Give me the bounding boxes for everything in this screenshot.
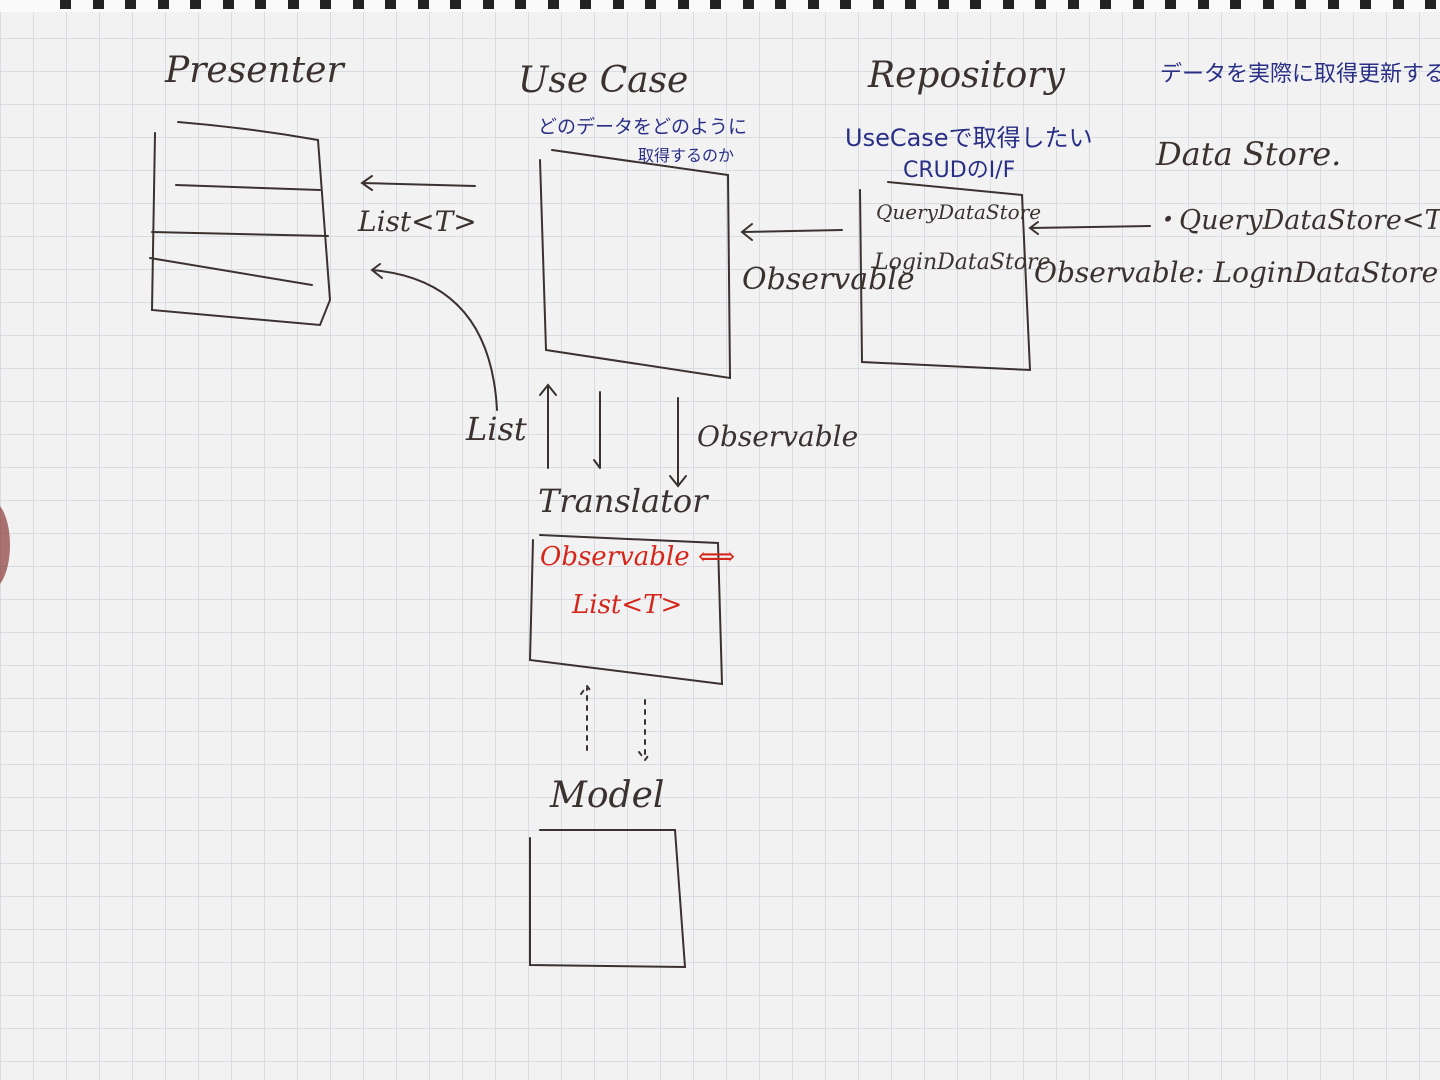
presenter-box [150,121,332,327]
binding-hole [872,0,884,9]
binding-hole [905,0,916,9]
binding-hole [450,0,461,9]
binding-hole [1295,0,1306,9]
binding-hole [580,0,591,9]
binding-hole [417,0,429,9]
spiral-binding [0,0,1440,12]
observable-down-label: Observable [697,420,859,453]
arrow-observable-left [740,223,843,241]
binding-hole [1197,0,1209,9]
datastore-title: Data Store. [1156,135,1342,173]
binding-hole [677,0,689,9]
binding-hole [645,0,656,9]
binding-hole [807,0,819,9]
binding-hole [222,0,234,9]
repository-note-2: CRUDのI/F [903,158,1016,183]
binding-hole [385,0,396,9]
binding-hole [775,0,786,9]
binding-hole [937,0,949,9]
binding-hole [1392,0,1404,9]
repository-title: Repository [868,55,1065,96]
list-label: List [466,410,527,448]
translator-title: Translator [538,482,708,520]
binding-hole [1327,0,1339,9]
arrow-observable-down [669,397,687,488]
presenter-lines [149,184,329,286]
translator-line-1: Observable ⟺ [540,542,736,572]
binding-hole [320,0,331,9]
repository-box [859,181,1032,372]
binding-hole [125,0,136,9]
arrow-down-mid [593,391,601,469]
arrow-list-left [360,175,476,191]
binding-hole [547,0,559,9]
model-title: Model [550,775,665,816]
binding-hole [710,0,721,9]
translator-line-2: List<T> [572,590,683,620]
usecase-note-1: どのデータをどのように [538,116,748,138]
binding-hole [255,0,266,9]
binding-hole [1100,0,1111,9]
arrow-model-down [638,699,652,762]
binding-hole [92,0,104,9]
binding-hole [970,0,981,9]
binding-hole [1067,0,1079,9]
binding-hole [287,0,299,9]
binding-hole [157,0,169,9]
binding-hole [742,0,754,9]
repository-note-1: UseCaseで取得したい [845,124,1093,152]
datastore-note: データを実際に取得更新する [1160,62,1440,87]
finger-shadow [0,500,10,590]
binding-hole [840,0,851,9]
arrow-datastore-left [1028,221,1151,235]
repository-item: QueryDataStore [876,200,1042,224]
binding-hole [1360,0,1371,9]
list-t-label: List<T> [358,205,477,238]
binding-hole [1035,0,1046,9]
binding-hole [1002,0,1014,9]
model-box [529,829,687,969]
binding-hole [1425,0,1436,9]
observable-label: Observable [742,262,915,297]
usecase-box [539,149,732,380]
binding-hole [190,0,201,9]
translator-box [528,534,724,686]
binding-hole [1230,0,1241,9]
binding-hole [482,0,494,9]
binding-hole [1262,0,1274,9]
binding-hole [60,0,71,9]
datastore-item: ・QueryDataStore<T> [1152,205,1440,236]
datastore-item: Observable: LoginDataStore [1034,256,1439,289]
arrow-list-up [539,383,557,469]
binding-hole [1165,0,1176,9]
binding-hole [352,0,364,9]
repository-item: LoginDataStore. [874,250,1058,275]
binding-hole [1132,0,1144,9]
usecase-title: Use Case [518,60,689,101]
usecase-note-2: 取得するのか [638,146,735,165]
presenter-title: Presenter [165,50,344,91]
arrow-model-up [580,684,594,751]
binding-hole [612,0,624,9]
binding-hole [515,0,526,9]
arrow-list-curve [370,263,498,411]
